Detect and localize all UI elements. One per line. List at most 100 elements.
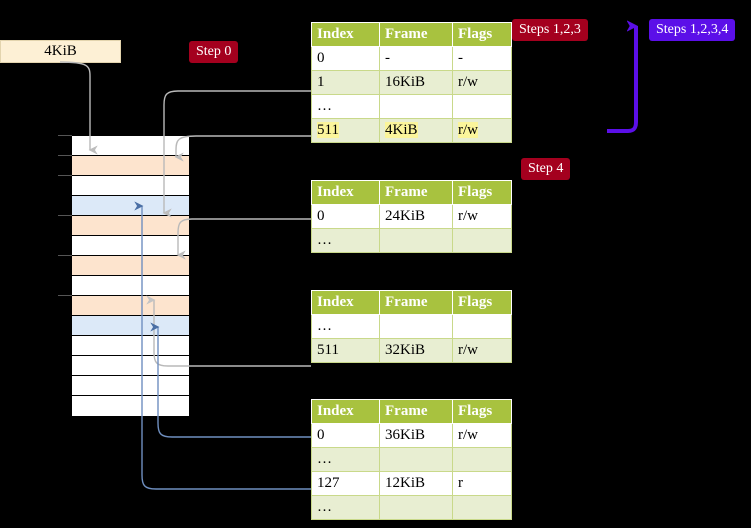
cell-flags: r/w — [452, 423, 512, 448]
memory-tick — [58, 155, 72, 156]
column-header-index: Index — [311, 180, 380, 205]
memory-frame-row — [72, 376, 189, 396]
cell-flags — [452, 447, 512, 472]
memory-tick — [58, 215, 72, 216]
badge-label: Steps 1,2,3,4 — [656, 22, 729, 37]
column-header-flags: Flags — [452, 399, 512, 424]
cell-index: … — [311, 94, 380, 119]
memory-frame-row — [72, 356, 189, 376]
highlighted-value: 511 — [317, 122, 339, 138]
badge-label: Steps 1,2,3 — [519, 22, 581, 37]
column-header-index: Index — [311, 22, 380, 47]
badge-label: Step 0 — [196, 44, 232, 59]
highlighted-value: r/w — [458, 122, 478, 138]
badge-step-0: Step 0 — [189, 41, 239, 63]
cell-index: 1 — [311, 70, 380, 95]
memory-frame-row — [72, 396, 189, 416]
cell-frame: 4KiB — [379, 118, 453, 143]
cell-frame: - — [379, 46, 453, 71]
cell-frame — [379, 447, 453, 472]
cell-flags: r/w — [452, 70, 512, 95]
memory-frame-row — [72, 176, 189, 196]
badge-steps-1234: Steps 1,2,3,4 — [649, 19, 736, 41]
memory-frame-row — [72, 216, 189, 236]
cell-index: … — [311, 314, 380, 339]
table-row: … — [311, 447, 512, 472]
table-row: … — [311, 314, 512, 339]
cell-index: 511 — [311, 118, 380, 143]
badge-label: Step 4 — [528, 161, 564, 176]
cell-flags: r/w — [452, 338, 512, 363]
memory-tick — [58, 295, 72, 296]
memory-frame-row — [72, 336, 189, 356]
physical-memory-column — [71, 135, 190, 416]
column-header-frame: Frame — [379, 22, 453, 47]
cell-index: … — [311, 228, 380, 253]
memory-frame-row — [72, 236, 189, 256]
badge-step-4: Step 4 — [521, 158, 571, 180]
column-header-flags: Flags — [452, 290, 512, 315]
table-row: … — [311, 228, 512, 253]
cell-flags: r/w — [452, 118, 512, 143]
cell-flags: r — [452, 471, 512, 496]
cell-flags — [452, 94, 512, 119]
cell-index: 0 — [311, 423, 380, 448]
column-header-flags: Flags — [452, 180, 512, 205]
memory-frame-row — [72, 256, 189, 276]
highlighted-value: 4KiB — [385, 122, 418, 138]
cell-frame: 36KiB — [379, 423, 453, 448]
cell-frame — [379, 228, 453, 253]
table-row: … — [311, 495, 512, 520]
cell-flags — [452, 314, 512, 339]
cell-flags — [452, 495, 512, 520]
memory-frame-row — [72, 156, 189, 176]
cell-index: … — [311, 495, 380, 520]
badge-steps-123: Steps 1,2,3 — [512, 19, 588, 41]
table-row: 0-- — [311, 46, 512, 71]
cell-frame — [379, 314, 453, 339]
cell-frame: 24KiB — [379, 204, 453, 229]
column-header-index: Index — [311, 399, 380, 424]
column-header-index: Index — [311, 290, 380, 315]
column-header-flags: Flags — [452, 22, 512, 47]
memory-frame-row — [72, 316, 189, 336]
memory-tick — [58, 175, 72, 176]
size-label-text: 4KiB — [44, 43, 77, 59]
memory-frame-row — [72, 136, 189, 156]
memory-tick — [58, 255, 72, 256]
cell-index: 0 — [311, 204, 380, 229]
cell-frame: 12KiB — [379, 471, 453, 496]
cell-index: 127 — [311, 471, 380, 496]
table-row: … — [311, 94, 512, 119]
cell-flags: r/w — [452, 204, 512, 229]
memory-frame-row — [72, 296, 189, 316]
cell-index: 511 — [311, 338, 380, 363]
memory-frame-row — [72, 276, 189, 296]
cell-frame — [379, 495, 453, 520]
cell-frame: 16KiB — [379, 70, 453, 95]
cell-frame — [379, 94, 453, 119]
cell-flags — [452, 228, 512, 253]
cell-flags: - — [452, 46, 512, 71]
table-row: 511 4KiB r/w — [311, 118, 512, 143]
cell-index: … — [311, 447, 380, 472]
memory-frame-row — [72, 196, 189, 216]
cell-index: 0 — [311, 46, 380, 71]
cell-frame: 32KiB — [379, 338, 453, 363]
size-label-4kib: 4KiB — [0, 40, 121, 63]
column-header-frame: Frame — [379, 180, 453, 205]
